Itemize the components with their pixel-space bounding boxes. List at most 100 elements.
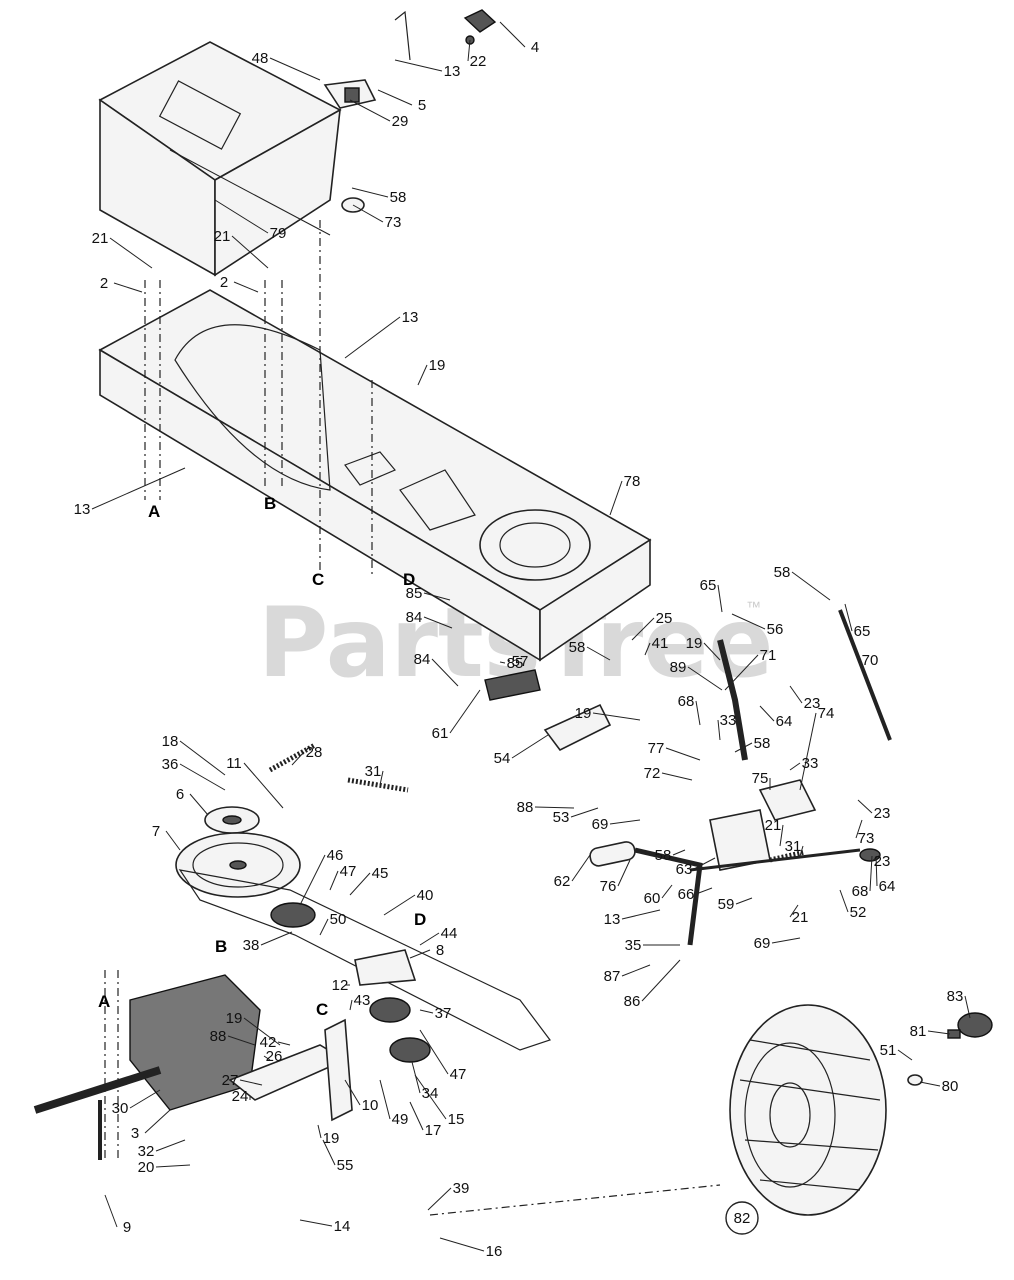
- part-label: 33: [720, 712, 737, 729]
- pulley-47-upper: [369, 997, 411, 1023]
- part-label: 20: [138, 1159, 155, 1176]
- leader-line: [349, 999, 353, 1011]
- body-panel: [98, 41, 342, 277]
- leader-line: [322, 1139, 336, 1166]
- part-label: 52: [850, 904, 867, 921]
- leader-line: [869, 855, 873, 892]
- part-label: 31: [785, 838, 802, 855]
- leader-line: [379, 770, 384, 786]
- part-label: 14: [334, 1218, 351, 1235]
- leader-line: [155, 1164, 191, 1168]
- part-label: 16: [486, 1243, 503, 1260]
- leader-line: [352, 204, 384, 223]
- part-label: 58: [390, 189, 407, 206]
- leader-line: [511, 734, 549, 759]
- part-label: 35: [625, 937, 642, 954]
- part-label: 21: [792, 909, 809, 926]
- part-label: 10: [362, 1097, 379, 1114]
- ref-letter-c: C: [312, 570, 324, 589]
- transmission: [33, 974, 353, 1160]
- leader-line: [735, 897, 753, 905]
- leader-line: [419, 932, 440, 946]
- steering-inner: [499, 522, 571, 568]
- drive-belt: [178, 869, 551, 1051]
- part-label: 69: [592, 816, 609, 833]
- part-label: 76: [600, 878, 617, 895]
- leader-lines: [91, 21, 971, 1252]
- part-label: 28: [306, 744, 323, 761]
- part-label: 43: [354, 992, 371, 1009]
- ref-letter-b-lower: B: [215, 937, 227, 956]
- leader-line: [609, 480, 623, 516]
- leader-line: [317, 1124, 322, 1139]
- leader-line: [507, 659, 511, 662]
- leader-line: [644, 642, 651, 656]
- panel-side: [214, 108, 341, 277]
- part-label: 23: [874, 853, 891, 870]
- part-label: 64: [776, 713, 793, 730]
- callout-text: 82: [734, 1210, 751, 1227]
- part-label: 73: [858, 830, 875, 847]
- part-label: 71: [760, 647, 777, 664]
- part-label: 4: [531, 39, 539, 56]
- shift-plate-10: [324, 1018, 353, 1122]
- leader-line: [144, 1109, 171, 1134]
- washer-80: [907, 1074, 923, 1086]
- leader-line: [349, 99, 391, 122]
- idler-bracket-8: [354, 949, 417, 986]
- panel-brace: [169, 149, 331, 236]
- leader-line: [789, 904, 799, 918]
- part-label: 85: [406, 585, 423, 602]
- leader-line: [423, 616, 453, 629]
- frame-cutout: [174, 324, 331, 491]
- part-label: 13: [444, 63, 461, 80]
- part-label: 41: [652, 635, 669, 652]
- part-label: 33: [802, 755, 819, 772]
- frame-side: [539, 538, 651, 662]
- part-label: 58: [774, 564, 791, 581]
- part-label: 22: [470, 53, 487, 70]
- leader-line: [411, 1061, 421, 1094]
- part-label: 63: [676, 861, 693, 878]
- leader-line: [621, 964, 651, 977]
- part-label: 70: [862, 652, 879, 669]
- part-label: 47: [450, 1066, 467, 1083]
- part-label: 47: [340, 863, 357, 880]
- leader-line: [243, 1017, 281, 1046]
- part-label: 6: [176, 786, 184, 803]
- pulley-47-lower: [389, 1037, 431, 1063]
- part-label: 79: [270, 225, 287, 242]
- idler-pulley-hub: [222, 815, 242, 825]
- part-label: 42: [260, 1034, 277, 1051]
- reference-lines: [104, 220, 721, 1216]
- leader-line: [91, 467, 186, 510]
- part-label: 13: [74, 501, 91, 518]
- spring-28: [268, 742, 317, 773]
- part-label: 36: [162, 756, 179, 773]
- pedal-pad-61: [484, 669, 541, 701]
- leader-line: [423, 592, 451, 601]
- part-label: 12: [332, 977, 349, 994]
- panel-opening: [158, 80, 242, 150]
- part-label: 56: [767, 621, 784, 638]
- part-label: 5: [418, 97, 426, 114]
- tire-82: [729, 1004, 887, 1216]
- part-label: 65: [854, 623, 871, 640]
- ref-letter-a: A: [148, 502, 160, 521]
- leader-line: [789, 685, 803, 704]
- leader-line: [844, 603, 853, 632]
- leader-line: [734, 742, 753, 753]
- leader-line: [109, 237, 153, 269]
- leader-line: [344, 316, 401, 359]
- leader-line: [964, 995, 971, 1019]
- leader-line: [703, 642, 721, 661]
- leader-line: [467, 39, 471, 62]
- leader-line: [695, 887, 713, 895]
- leader-line: [427, 1187, 452, 1211]
- part-label: 37: [435, 1005, 452, 1022]
- leader-line: [299, 854, 326, 906]
- knob: [463, 9, 497, 33]
- leader-line: [791, 571, 831, 601]
- leader-line: [499, 661, 506, 664]
